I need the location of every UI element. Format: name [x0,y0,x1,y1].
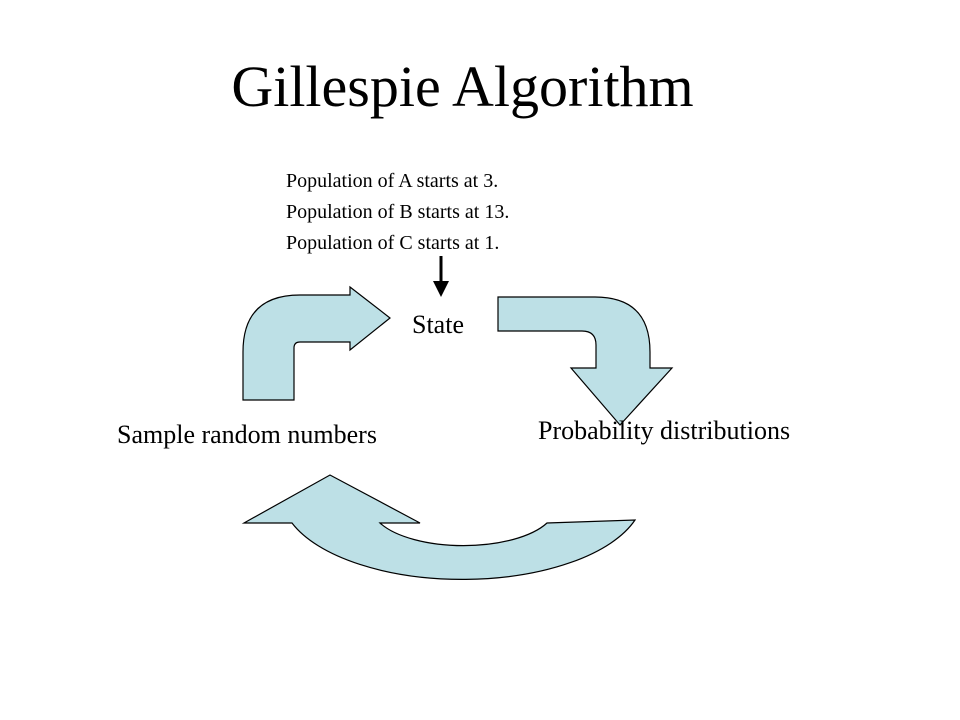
sample-node-label: Sample random numbers [117,420,377,449]
population-a-text: Population of A starts at 3. [286,170,499,192]
slide-title: Gillespie Algorithm [231,54,694,119]
probability-to-sample-arrow [241,474,637,580]
state-to-probability-arrow [497,296,674,426]
probability-node-label: Probability distributions [538,416,791,445]
input-arrow-head [433,281,449,297]
sample-to-state-arrow [242,285,391,401]
population-c-text: Population of C starts at 1. [286,232,500,254]
state-node-label: State [412,310,464,339]
population-b-text: Population of B starts at 13. [286,201,510,223]
